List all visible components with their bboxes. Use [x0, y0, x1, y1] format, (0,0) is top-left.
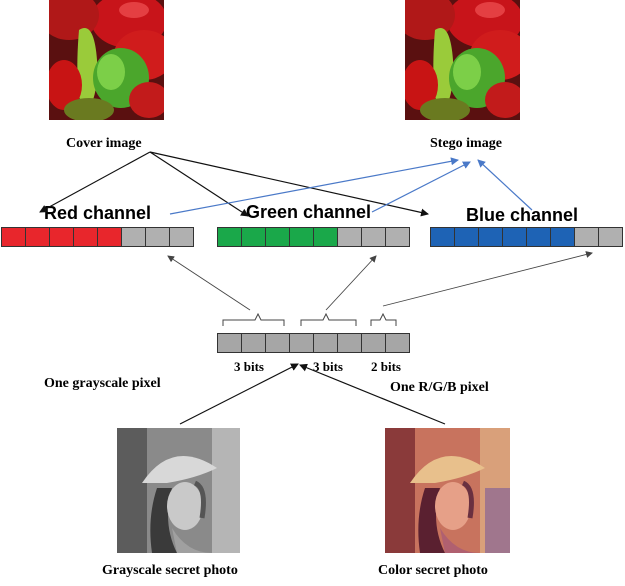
green-channel-bit-cell — [338, 228, 362, 246]
arrow-bits-to-green — [325, 255, 377, 311]
red-channel-label: Red channel — [44, 203, 152, 223]
brace-group-3 — [370, 312, 397, 326]
brace-group-2 — [300, 312, 357, 326]
bits-group-2-label: 3 bits — [313, 359, 343, 374]
arrow-cover-to-green — [149, 151, 249, 217]
arrow-color-photo-to-pixel — [299, 363, 446, 425]
red-channel-bit-cell — [146, 228, 170, 246]
arrow-red-to-stego — [169, 157, 459, 215]
red-channel-bit-cell — [98, 228, 122, 246]
bits-group-1-label: 3 bits — [234, 359, 264, 374]
secret-pixel-bar — [217, 333, 410, 353]
grayscale-secret-label: Grayscale secret photo — [102, 563, 238, 578]
secret-pixel-bit-cell — [314, 334, 338, 352]
secret-pixel-bit-cell — [266, 334, 290, 352]
arrow-cover-to-red — [39, 151, 151, 213]
red-channel-bar — [1, 227, 194, 247]
green-channel-bit-cell — [266, 228, 290, 246]
blue-channel-bit-cell — [575, 228, 599, 246]
blue-channel-bit-cell — [551, 228, 575, 246]
arrow-blue-to-stego — [477, 159, 533, 211]
arrow-bits-to-blue — [382, 251, 593, 307]
arrow-gray-photo-to-pixel — [179, 363, 299, 425]
secret-pixel-bit-cell — [338, 334, 362, 352]
peppers-photo-cover — [49, 0, 164, 120]
grayscale-pixel-label: One grayscale pixel — [44, 376, 161, 391]
blue-channel-label: Blue channel — [466, 205, 579, 225]
secret-pixel-bit-cell — [218, 334, 242, 352]
blue-channel-bit-cell — [455, 228, 479, 246]
color-secret-label: Color secret photo — [378, 563, 488, 578]
lena-photo-grayscale — [117, 428, 240, 553]
grayscale-secret-image — [117, 428, 240, 553]
blue-channel-bit-cell — [431, 228, 455, 246]
rgb-pixel-label: One R/G/B pixel — [390, 380, 489, 395]
green-channel-bit-cell — [242, 228, 266, 246]
red-channel-bit-cell — [2, 228, 26, 246]
arrow-cover-to-blue — [149, 151, 429, 217]
red-channel-bit-cell — [122, 228, 146, 246]
secret-pixel-bit-cell — [386, 334, 409, 352]
blue-channel-bit-cell — [527, 228, 551, 246]
brace-group-1 — [222, 312, 285, 326]
blue-channel-bit-cell — [503, 228, 527, 246]
red-channel-bit-cell — [74, 228, 98, 246]
green-channel-label: Green channel — [246, 202, 372, 222]
lena-photo-color — [385, 428, 510, 553]
red-channel-bit-cell — [170, 228, 193, 246]
red-channel-bit-cell — [26, 228, 50, 246]
blue-channel-bit-cell — [599, 228, 622, 246]
green-channel-bit-cell — [362, 228, 386, 246]
peppers-photo-stego — [405, 0, 520, 120]
stego-image — [405, 0, 520, 120]
bits-group-3-label: 2 bits — [371, 359, 401, 374]
green-channel-bit-cell — [290, 228, 314, 246]
green-channel-bit-cell — [386, 228, 409, 246]
blue-channel-bit-cell — [479, 228, 503, 246]
green-channel-bar — [217, 227, 410, 247]
arrow-green-to-stego — [371, 161, 471, 213]
green-channel-bit-cell — [314, 228, 338, 246]
arrow-bits-to-red — [167, 255, 251, 311]
cover-image — [49, 0, 164, 120]
secret-pixel-bit-cell — [242, 334, 266, 352]
green-channel-bit-cell — [218, 228, 242, 246]
blue-channel-bar — [430, 227, 623, 247]
cover-image-label: Cover image — [66, 136, 142, 151]
color-secret-image — [385, 428, 510, 553]
stego-image-label: Stego image — [430, 136, 502, 151]
secret-pixel-bit-cell — [290, 334, 314, 352]
red-channel-bit-cell — [50, 228, 74, 246]
secret-pixel-bit-cell — [362, 334, 386, 352]
